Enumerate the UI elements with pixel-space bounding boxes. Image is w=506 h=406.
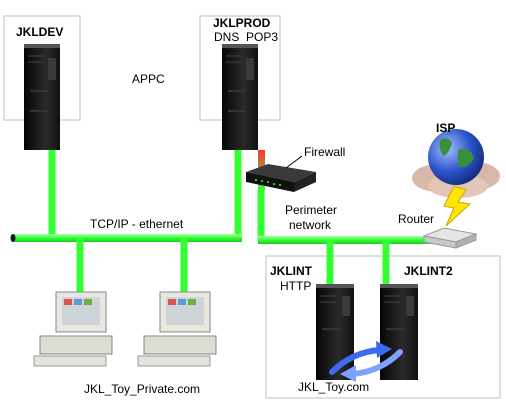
server-icon <box>222 44 258 150</box>
backbone-end-cap <box>10 234 16 242</box>
lightning-icon <box>443 185 472 227</box>
jklprod-services-label: DNS POP3 <box>214 30 279 44</box>
workstation-icon <box>137 291 217 367</box>
globe-icon <box>428 129 484 185</box>
ethernet-backbone <box>12 234 242 242</box>
server-icon <box>316 284 354 380</box>
ethernet-label: TCP/IP - ethernet <box>90 217 184 231</box>
perimeter-label-line2: network <box>289 218 332 232</box>
firewall-pointer <box>285 155 303 169</box>
workstation-icon <box>33 291 113 367</box>
firewall-icon <box>246 164 316 192</box>
jklprod-label: JKLPROD <box>213 16 271 30</box>
perimeter-network-line <box>258 236 438 244</box>
perimeter-label-line1: Perimeter <box>285 203 338 217</box>
appc-label: APPC <box>132 72 165 86</box>
firewall-label: Firewall <box>304 145 346 159</box>
isp-label: ISP <box>436 121 456 135</box>
server-icon <box>24 44 60 150</box>
public-domain-label: JKL_Toy.com <box>298 380 370 394</box>
jklint-label: JKLINT <box>270 264 312 278</box>
router-icon <box>422 227 478 249</box>
jklint-http-label: HTTP <box>280 279 312 293</box>
sync-arrow-icon <box>329 341 403 382</box>
jklint2-label: JKLINT2 <box>404 264 453 278</box>
private-domain-label: JKL_Toy_Private.com <box>84 382 201 396</box>
router-label: Router <box>398 212 435 226</box>
jkldev-label: JKLDEV <box>16 25 64 39</box>
